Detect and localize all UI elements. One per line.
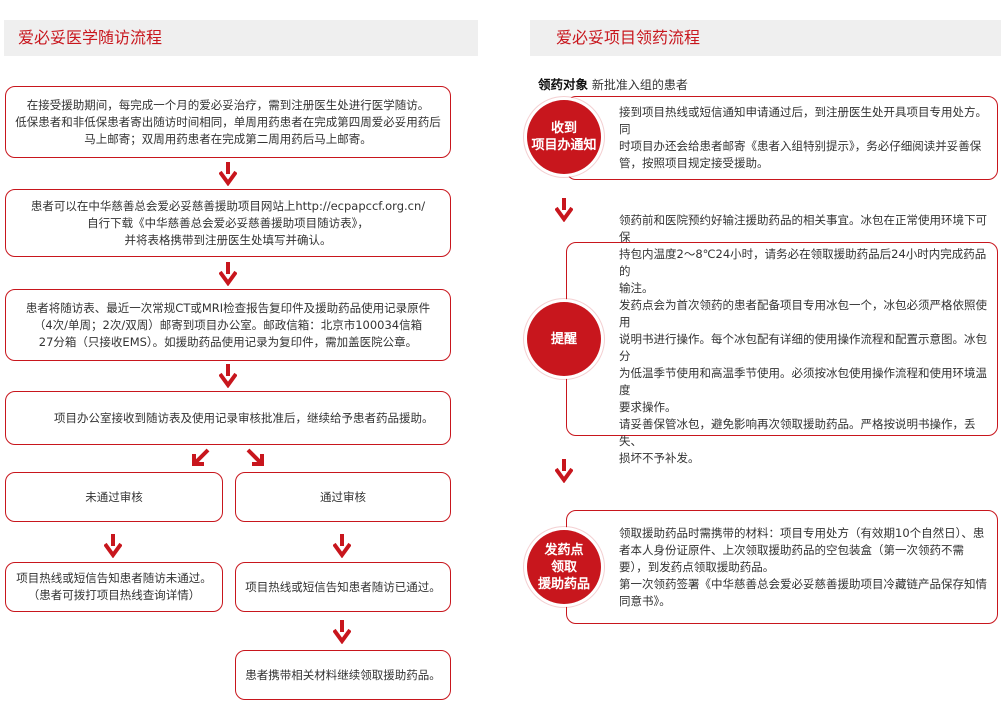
flow-step-4-text: 项目办公室接收到随访表及使用记录审核批准后，继续给予患者药品援助。 xyxy=(54,410,434,425)
pickup-step-2: 领药前和医院预约好输注援助药品的相关事宜。冰包在正常使用环境下可保 持包内温度2… xyxy=(566,213,998,465)
flow-step-2: 患者可以在中华慈善总会爱必妥慈善援助项目网站上http://ecpapccf.o… xyxy=(5,189,451,257)
pickup-step-3-text: 领取援助药品时需携带的材料：项目专用处方（有效期10个自然日）、患 者本人身份证… xyxy=(619,525,987,608)
left-section-header: 爱必妥医学随访流程 xyxy=(4,20,478,56)
recipient-line: 领药对象 新批准入组的患者 xyxy=(538,74,688,93)
pass-review-label: 通过审核 xyxy=(320,489,366,504)
pass-result-text: 项目热线或短信告知患者随访已通过。 xyxy=(245,579,441,594)
flow-step-1: 在接受援助期间，每完成一个月的爱必妥治疗，需到注册医生处进行医学随访。 低保患者… xyxy=(5,86,451,158)
pickup-step-1-badge: 收到 项目办通知 xyxy=(527,100,601,174)
right-section-title: 爱必妥项目领药流程 xyxy=(556,28,701,47)
flow-step-3: 患者将随访表、最近一次常规CT或MRI检查报告复印件及援助药品使用记录原件 （4… xyxy=(5,289,451,361)
pickup-step-1-text: 接到项目热线或短信通知申请通过后，到注册医生处开具项目专用处方。同 时项目办还会… xyxy=(619,105,987,170)
pass-final-box: 患者携带相关材料继续领取援助药品。 xyxy=(235,650,451,700)
down-arrow-icon xyxy=(219,262,237,286)
pickup-step-3: 领取援助药品时需携带的材料：项目专用处方（有效期10个自然日）、患 者本人身份证… xyxy=(566,510,998,624)
pass-review-box: 通过审核 xyxy=(235,472,451,522)
down-arrow-icon xyxy=(219,364,237,388)
fail-review-box: 未通过审核 xyxy=(5,472,223,522)
down-arrow-icon xyxy=(555,198,573,222)
down-arrow-icon xyxy=(219,162,237,186)
recipient-label: 领药对象 xyxy=(538,77,589,92)
right-section-header: 爱必妥项目领药流程 xyxy=(530,20,1001,56)
fail-result-box: 项目热线或短信告知患者随访未通过。 （患者可拨打项目热线查询详情） xyxy=(5,562,223,612)
down-arrow-icon xyxy=(104,534,122,558)
pass-result-box: 项目热线或短信告知患者随访已通过。 xyxy=(235,562,451,612)
pickup-step-1: 接到项目热线或短信通知申请通过后，到注册医生处开具项目专用处方。同 时项目办还会… xyxy=(566,96,998,180)
down-right-arrow-icon xyxy=(246,448,264,466)
pickup-step-2-text: 领药前和医院预约好输注援助药品的相关事宜。冰包在正常使用环境下可保 持包内温度2… xyxy=(619,212,987,465)
down-arrow-icon xyxy=(555,459,573,483)
left-section-title: 爱必妥医学随访流程 xyxy=(18,28,163,47)
fail-review-label: 未通过审核 xyxy=(85,489,143,504)
down-left-arrow-icon xyxy=(192,448,210,466)
pickup-step-2-badge: 提醒 xyxy=(527,302,601,376)
pickup-step-3-badge: 发药点 领取 援助药品 xyxy=(527,530,601,604)
down-arrow-icon xyxy=(333,620,351,644)
fail-result-text: 项目热线或短信告知患者随访未通过。 （患者可拨打项目热线查询详情） xyxy=(16,571,212,602)
flow-step-4: 项目办公室接收到随访表及使用记录审核批准后，继续给予患者药品援助。 xyxy=(5,391,451,445)
flow-step-3-text: 患者将随访表、最近一次常规CT或MRI检查报告复印件及援助药品使用记录原件 （4… xyxy=(25,300,431,349)
flow-step-1-text: 在接受援助期间，每完成一个月的爱必妥治疗，需到注册医生处进行医学随访。 低保患者… xyxy=(15,97,441,146)
flow-step-2-text: 患者可以在中华慈善总会爱必妥慈善援助项目网站上http://ecpapccf.o… xyxy=(30,198,426,247)
down-arrow-icon xyxy=(333,534,351,558)
recipient-text: 新批准入组的患者 xyxy=(591,78,688,92)
pass-final-text: 患者携带相关材料继续领取援助药品。 xyxy=(245,667,441,682)
